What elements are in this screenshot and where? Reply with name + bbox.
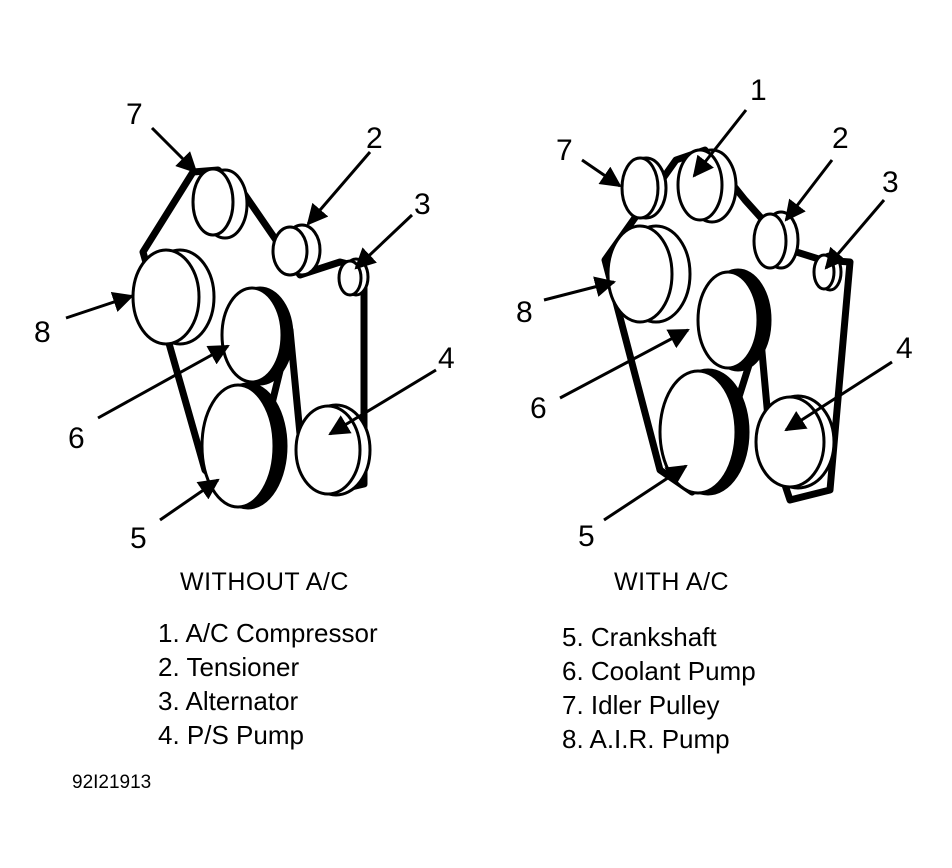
legend-right: 5. Crankshaft 6. Coolant Pump 7. Idler P…: [562, 620, 756, 756]
callout-arrow-2: [784, 159, 834, 222]
legend-item: 6. Coolant Pump: [562, 656, 756, 686]
legend-item: 2. Tensioner: [158, 652, 300, 682]
pulley-air-pump: [131, 248, 216, 346]
callout-arrow-3: [824, 199, 886, 270]
callout-label-7: 7: [126, 98, 143, 131]
pulley-ps-pump: [294, 403, 372, 497]
diagram-with-ac: 1 7 2 3 8 6 4 5: [516, 74, 913, 553]
caption-with-ac: WITH A/C: [614, 568, 730, 596]
pulley-coolant-pump: [220, 286, 294, 386]
callout-arrow-7: [150, 126, 198, 174]
pulley-alternator: [812, 252, 843, 292]
callout-label-8: 8: [34, 316, 51, 349]
pulley-air-pump: [606, 224, 692, 324]
callout-label-3: 3: [414, 188, 431, 221]
pulley-idler: [191, 167, 249, 240]
callout-label-1: 1: [750, 74, 767, 107]
caption-without-ac: WITHOUT A/C: [180, 568, 349, 596]
pulley-tensioner: [752, 210, 800, 270]
pulley-crankshaft: [200, 382, 288, 510]
callout-arrow-6: [559, 328, 690, 400]
callout-label-8: 8: [516, 296, 533, 329]
legend-item: 5. Crankshaft: [562, 622, 717, 652]
pulley-coolant-pump: [696, 268, 772, 372]
legend-left: 1. A/C Compressor 2. Tensioner 3. Altern…: [158, 616, 378, 752]
pulley-ps-pump: [754, 394, 836, 490]
callout-label-4: 4: [896, 332, 913, 365]
callout-arrow-1: [692, 109, 748, 178]
callout-label-6: 6: [68, 422, 85, 455]
pulley-idler: [620, 156, 668, 220]
callout-arrow-4: [328, 368, 437, 436]
pulley-crankshaft: [658, 368, 750, 496]
callout-label-6: 6: [530, 392, 547, 425]
callout-arrow-7: [581, 158, 622, 188]
figure-id: 92I21913: [72, 772, 152, 793]
legend-item: 1. A/C Compressor: [158, 618, 378, 648]
legend-item: 7. Idler Pulley: [562, 690, 720, 720]
diagram-without-ac: 7 2 3 8 6 4 5: [34, 98, 455, 555]
callout-arrow-2: [306, 151, 372, 226]
callout-arrow-3: [354, 213, 414, 270]
callout-arrow-8: [65, 292, 134, 320]
callout-label-2: 2: [832, 122, 849, 155]
callout-label-3: 3: [882, 166, 899, 199]
callout-label-2: 2: [366, 122, 383, 155]
pulley-alternator: [337, 257, 370, 297]
callout-label-4: 4: [438, 342, 455, 375]
legend-item: 3. Alternator: [158, 686, 299, 716]
pulley-tensioner: [271, 223, 322, 277]
callout-arrow-6: [97, 344, 230, 420]
callout-arrow-8: [543, 276, 617, 302]
callout-arrow-5: [159, 478, 220, 522]
callout-arrow-5: [603, 464, 688, 522]
callout-label-5: 5: [578, 520, 595, 553]
legend-item: 8. A.I.R. Pump: [562, 724, 730, 754]
callout-label-5: 5: [130, 522, 147, 555]
callout-label-7: 7: [556, 134, 573, 167]
legend-item: 4. P/S Pump: [158, 720, 304, 750]
callout-arrow-4: [784, 360, 893, 432]
